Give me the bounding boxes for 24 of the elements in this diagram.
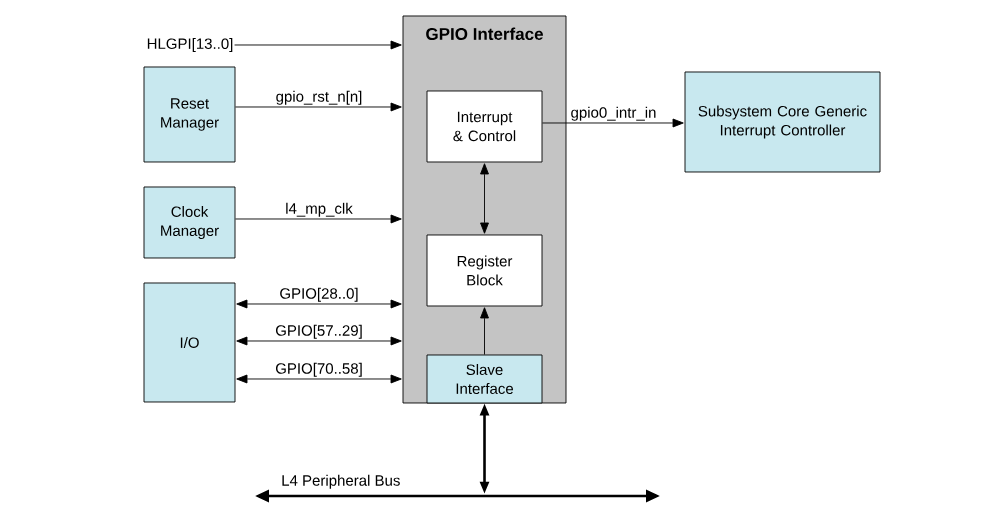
edge-label: gpio_rst_n[n] [274,89,364,106]
arrow [236,299,402,309]
block-box: Subsystem Core Generic Interrupt Controller [684,71,881,173]
block-box: Reset Manager [143,66,236,163]
signal-label: HLGPI[13..0] [147,38,233,52]
edge-label: GPIO[70..58] [274,361,364,378]
arrow [542,118,684,128]
block-box: Slave Interface [426,354,543,404]
arrow [236,336,402,346]
edge-label: l4_mp_clk [284,201,354,218]
bus-label: L4 Peripheral Bus [282,474,400,489]
edge-label: GPIO[57..29] [274,323,364,340]
block-box: Register Block [426,234,543,307]
arrow [480,307,489,355]
edge-label: GPIO[28..0] [278,286,360,303]
arrow [235,102,402,112]
block-box: Interrupt & Control [426,90,543,163]
arrow [480,163,489,234]
arrow [234,40,402,50]
block-box: I/O [143,282,236,403]
arrow [236,374,402,384]
block-box: Clock Manager [143,186,236,259]
arrow [235,214,402,224]
edge-label: gpio0_intr_in [569,105,658,122]
